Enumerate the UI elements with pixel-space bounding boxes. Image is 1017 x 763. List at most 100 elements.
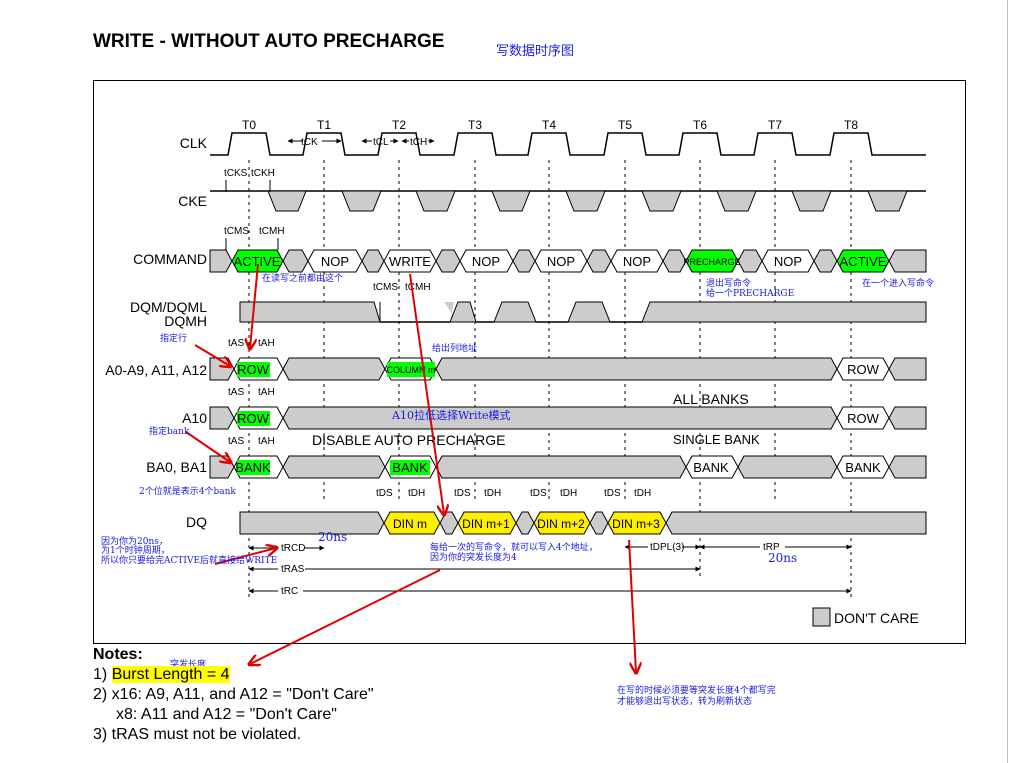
timing-trc: tRC (281, 586, 298, 597)
note-1-prefix: 1) (93, 666, 108, 683)
annotation-disable-ap: DISABLE AUTO PRECHARGE (312, 432, 505, 448)
cmd-label-nop-5: NOP (774, 254, 802, 269)
cn-note-right-2: 才能够退出写状态，转为刷新状态 (617, 695, 752, 707)
cmd-label-nop-2: NOP (472, 254, 500, 269)
timing-tcmh: tCMH (259, 226, 285, 237)
bank-address-bus (209, 455, 927, 479)
signal-label-cke: CKE (178, 193, 207, 209)
timing-tck: tCK (301, 137, 318, 148)
timing-tds-3: tDS (530, 488, 547, 499)
timing-tas-3: tAS (228, 436, 244, 447)
ba-label-bank-3: BANK (693, 460, 729, 475)
timing-tcl: tCL (373, 137, 389, 148)
cn-note-right-1: 在写的时候必须要等突发长度4个都写完 (617, 684, 776, 696)
timing-trp: tRP (763, 542, 780, 553)
timing-tds-1: tDS (376, 488, 393, 499)
timing-trcd: tRCD (281, 543, 305, 554)
signal-label-clk: CLK (180, 135, 208, 151)
notes-heading: Notes: (93, 646, 143, 663)
clock-label-t6: T6 (693, 118, 707, 132)
cn-note-left-3: 所以你只要给完ACTIVE后就直接给WRITE (101, 554, 277, 566)
cn-note-two-bits: 2个位就是表示4个bank (139, 485, 236, 497)
cn-note-mid-2: 因为你的突发长度为4 (430, 551, 517, 563)
note-2: 2) x16: A9, A11, and A12 = "Don't Care" (93, 686, 374, 703)
cmd-label-nop-1: NOP (321, 254, 349, 269)
cn-notes: 在读写之前都由这个 退出写命令 给一个PRECHARGE 在一个进入写命令 给出… (101, 272, 934, 707)
cn-note-a10-low: A10拉低选择Write模式 (391, 408, 510, 422)
cn-note-col-addr: 给出列地址 (432, 342, 477, 354)
timing-tah-1: tAH (258, 338, 275, 349)
timing-tdh-1: tDH (408, 488, 425, 499)
ba-label-bank-1: BANK (235, 460, 271, 475)
dq-label-din-m1: DIN m+1 (462, 517, 510, 531)
a10-bus (209, 406, 927, 430)
cmd-label-active-2: ACTIVE (840, 254, 887, 269)
timing-tckh: tCKH (251, 168, 275, 179)
clock-label-t8: T8 (844, 118, 858, 132)
cmd-label-nop-3: NOP (547, 254, 575, 269)
signal-label-a10: A10 (182, 410, 207, 426)
timing-tds-2: tDS (454, 488, 471, 499)
ba-label-bank-2: BANK (392, 460, 428, 475)
timing-tcmh-2: tCMH (405, 282, 431, 293)
note-2b: x8: A11 and A12 = "Don't Care" (116, 706, 337, 723)
timing-tah-3: tAH (258, 436, 275, 447)
dq-label-din-m: DIN m (393, 517, 427, 531)
cmd-label-write: WRITE (389, 254, 431, 269)
a10-label-row: ROW (237, 411, 270, 426)
timing-tcms: tCMS (224, 226, 249, 237)
dq-label-din-m2: DIN m+2 (537, 517, 585, 531)
cn-note-specify-row: 指定行 (160, 332, 187, 344)
dont-care-swatch (812, 607, 831, 627)
signal-label-ba: BA0, BA1 (146, 459, 207, 475)
timing-diagram-frame (93, 80, 966, 644)
timing-tas-2: tAS (228, 387, 244, 398)
addr-label-column: COLUMN m (387, 365, 436, 375)
note-1-text: Burst Length = 4 (111, 666, 230, 683)
command-bus (209, 249, 927, 273)
timing-tdpl: tDPL(3) (650, 542, 684, 553)
cn-note-left-2: 为1个时钟周期， (101, 544, 170, 556)
timing-tas-1: tAS (228, 338, 244, 349)
clock-label-t7: T7 (768, 118, 782, 132)
timing-tcks: tCKS (224, 168, 248, 179)
cmd-label-nop-4: NOP (623, 254, 651, 269)
cn-note-exit-write-1: 退出写命令 (706, 277, 751, 289)
cmd-label-active: ACTIVE (234, 254, 281, 269)
timing-tcms-2: tCMS (373, 282, 398, 293)
clock-label-t0: T0 (242, 118, 256, 132)
cn-note-read-write: 在读写之前都由这个 (262, 272, 343, 284)
ba-label-bank-4: BANK (845, 460, 881, 475)
signal-label-dqm-2: DQMH (164, 313, 207, 329)
annotation-all-banks: ALL BANKS (673, 391, 749, 407)
cn-note-20ns-2: 20ns (768, 551, 797, 565)
cmd-label-precharge: PRECHARGE (683, 257, 740, 267)
cn-note-enter-write: 在一个进入写命令 (862, 277, 934, 289)
timing-tah-2: tAH (258, 387, 275, 398)
addr-label-row: ROW (237, 362, 270, 377)
clock-label-t3: T3 (468, 118, 482, 132)
addr-label-row-2: ROW (847, 362, 880, 377)
timing-tras: tRAS (281, 564, 305, 575)
cn-note-specify-bank: 指定bank (149, 425, 190, 437)
page-edge-line (1007, 0, 1008, 763)
dq-label-din-m3: DIN m+3 (612, 517, 660, 531)
note-1: 1) Burst Length = 4 (93, 666, 230, 684)
address-bus (209, 357, 927, 381)
dqm-waveform (239, 301, 927, 323)
signal-label-command: COMMAND (133, 251, 207, 267)
cn-note-20ns-1: 20ns (318, 530, 347, 544)
cn-note-exit-write-2: 给一个PRECHARGE (706, 287, 794, 299)
timing-tdh-4: tDH (634, 488, 651, 499)
timing-tdh-2: tDH (484, 488, 501, 499)
annotation-single-bank: SINGLE BANK (673, 432, 760, 447)
clk-waveform (210, 132, 926, 156)
a10-label-row-2: ROW (847, 411, 880, 426)
clock-label-t1: T1 (317, 118, 331, 132)
timing-params: tCK tCL tCH tCKS tCKH tCMS tCMH tCMS tCM… (224, 137, 852, 597)
signal-label-dq: DQ (186, 514, 207, 530)
cke-waveform (210, 190, 926, 212)
timing-tdh-3: tDH (560, 488, 577, 499)
note-3: 3) tRAS must not be violated. (93, 726, 302, 743)
clock-label-t5: T5 (618, 118, 632, 132)
